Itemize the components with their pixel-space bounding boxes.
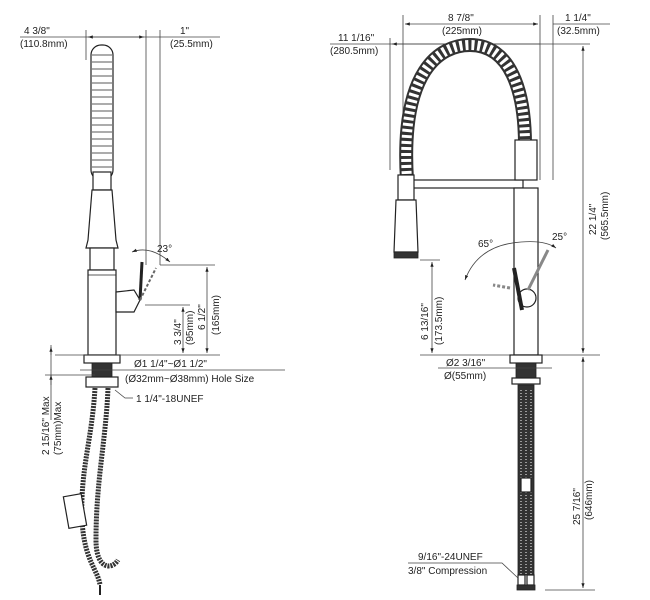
- right-offset-label: 1 1/4": [565, 13, 591, 24]
- handle-angle-label: 23°: [157, 244, 172, 255]
- sprayer-height-label: 6 13/16": [420, 303, 431, 340]
- total-height-label: 22 1/4": [588, 203, 599, 235]
- handle-height-label: 3 3/4": [173, 319, 184, 345]
- hose-weight: [62, 492, 88, 530]
- deck-max-label: 2 15/16" Max: [41, 396, 52, 455]
- connection-type-label: 3/8" Compression: [408, 566, 487, 577]
- total-height-mm-label: (565.5mm): [600, 192, 611, 240]
- side-view: 4 3/8" (110.8mm) 1" (25.5mm) 23°: [20, 26, 285, 595]
- sprayer-height-mm-label: (173.5mm): [434, 297, 445, 345]
- front-view: 8 7/8" (225mm) 1 1/4" (32.5mm) 11 1/16" …: [330, 13, 611, 591]
- deck-max-mm-label: (75mm)Max: [53, 402, 64, 455]
- handle-height-mm-label: (95mm): [185, 311, 196, 345]
- threaded-shank: [515, 362, 537, 379]
- faucet-body: [87, 269, 117, 356]
- angle-right-label: 25°: [552, 232, 567, 243]
- hose-length-mm-label: (646mm): [584, 480, 595, 520]
- width-total-mm-label: (110.8mm): [20, 39, 68, 50]
- offset-mm-label: (25.5mm): [170, 39, 213, 50]
- thread-label: 1 1/4"-18UNEF: [136, 394, 203, 405]
- spring-coil: [90, 44, 114, 191]
- overall-reach-mm-label: (280.5mm): [330, 46, 378, 57]
- sprayer-head: [85, 189, 119, 249]
- spring-coil-arc: [399, 37, 532, 181]
- spout-height-label: 6 1/2": [197, 304, 208, 330]
- overall-reach-label: 11 1/16": [338, 33, 375, 44]
- spout-reach-mm-label: (225mm): [442, 26, 482, 37]
- hole-size-mm-label: (Ø32mm~Ø38mm) Hole Size: [125, 374, 255, 385]
- connection-thread-label: 9/16"-24UNEF: [418, 552, 483, 563]
- base-diameter-mm-label: Ø(55mm): [444, 371, 486, 382]
- angle-left-label: 65°: [478, 239, 493, 250]
- offset-label: 1": [180, 26, 190, 37]
- handle: [115, 289, 141, 313]
- faucet-column: [513, 187, 539, 356]
- sprayer-head: [393, 199, 419, 253]
- width-total-label: 4 3/8": [24, 26, 50, 37]
- spout-bar: [404, 179, 524, 189]
- hole-size-label: Ø1 1/4"~Ø1 1/2": [134, 359, 207, 370]
- base-diameter-label: Ø2 3/16": [446, 358, 486, 369]
- spout-height-mm-label: (165mm): [211, 295, 222, 335]
- hose-length-label: 25 7/16": [572, 488, 583, 525]
- spout-reach-label: 8 7/8": [448, 13, 474, 24]
- right-offset-mm-label: (32.5mm): [557, 26, 600, 37]
